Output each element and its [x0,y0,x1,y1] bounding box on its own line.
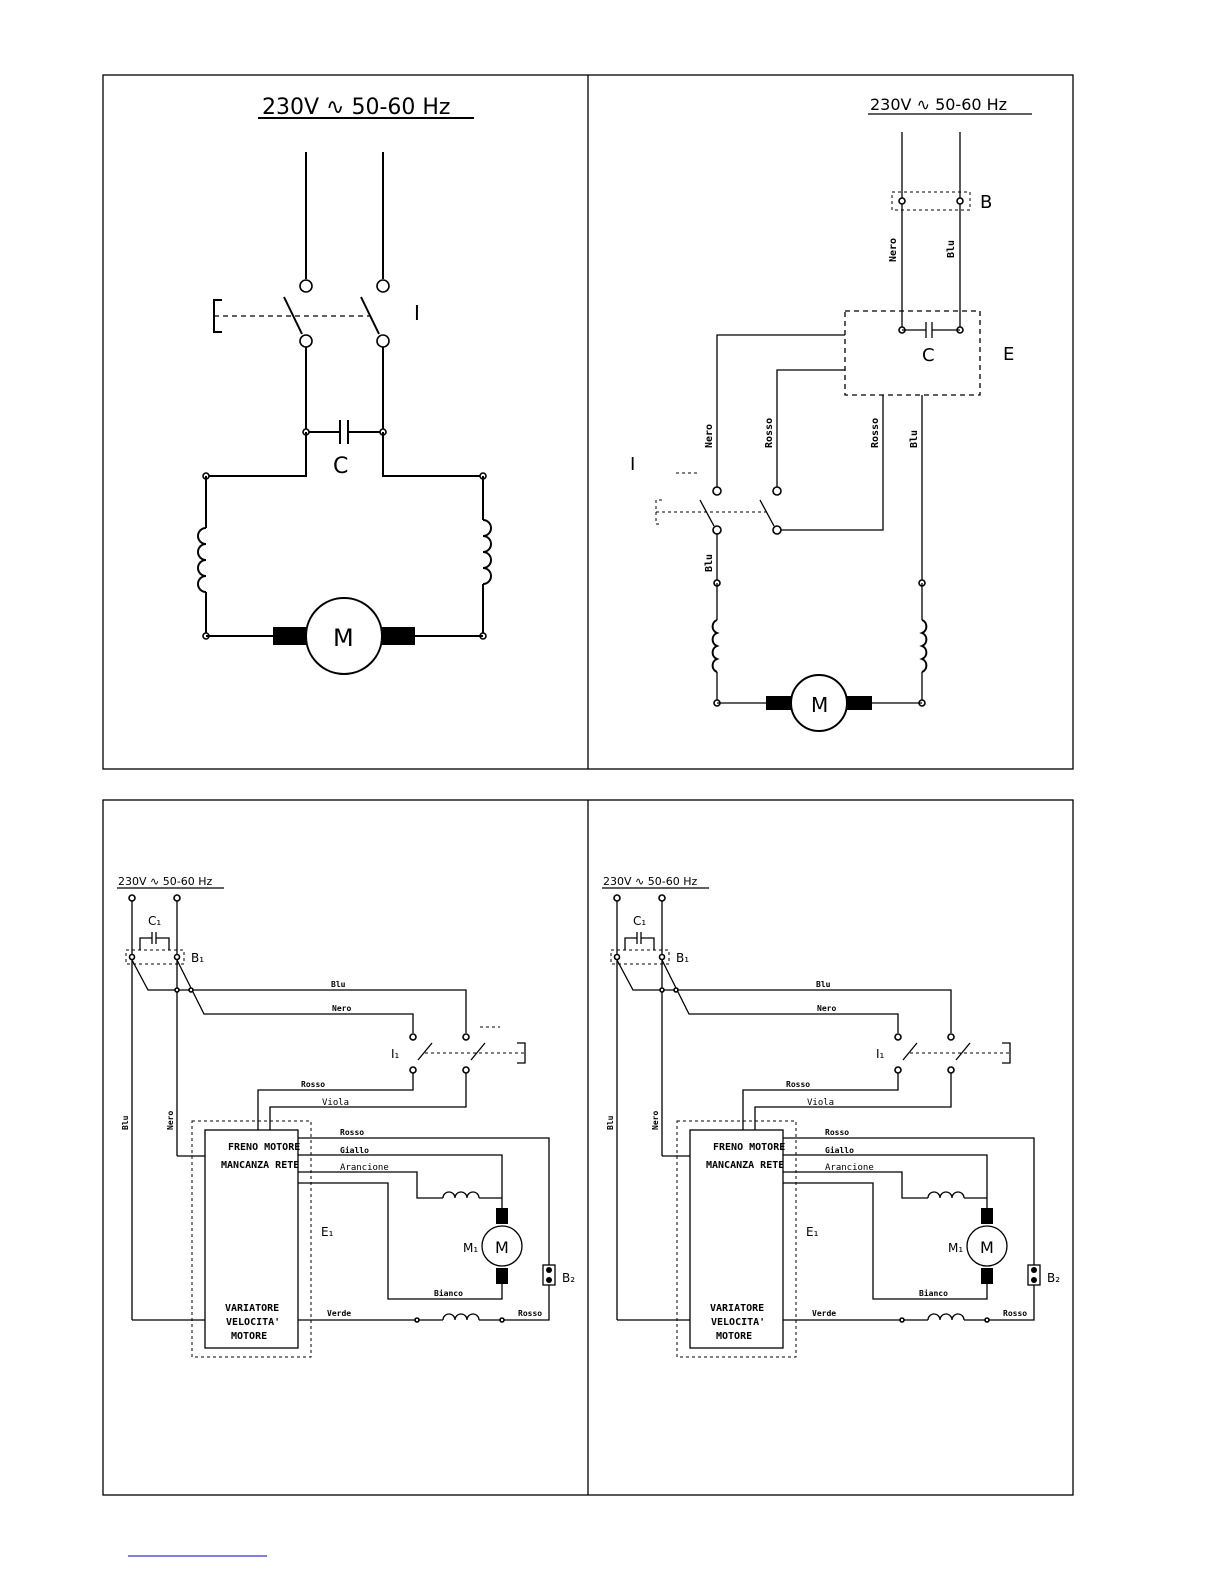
motor-symbol-letter: M [980,1238,994,1257]
capacitor-label: C₁ [148,914,161,928]
box-bottom-line-2: VELOCITA' [226,1317,280,1328]
diagram-bottom-right: 230V ∿ 50-60 Hz C₁ B₁ Blu Nero I₁ Rosso … [602,875,1060,1358]
wire-blu: Blu [331,980,346,989]
switch-label: I [630,454,635,475]
box-bottom-line-1: VARIATORE [225,1303,279,1314]
terminal1-label: B₁ [191,951,204,965]
wire-bianco: Bianco [919,1288,948,1298]
wire-verde: Verde [812,1309,836,1318]
wire-rosso-2: Rosso [340,1128,364,1137]
capacitor-label: C [922,345,935,366]
wire-blu-left: Blu [606,1115,615,1130]
wire-nero: Nero [704,424,715,448]
terminal2-label: B₂ [562,1271,575,1285]
wire-rosso: Rosso [301,1080,325,1089]
diagram-top-right: 230V ∿ 50-60 Hz B Nero Blu E C Nero Ross… [630,95,1032,732]
motor-label: M₁ [463,1241,478,1255]
wire-nero-left: Nero [166,1111,175,1130]
wire-giallo: Giallo [825,1145,854,1155]
wire-rosso-3: Rosso [518,1309,542,1318]
wire-viola: Viola [322,1098,349,1108]
motor-label: M₁ [948,1241,963,1255]
wire-arancione: Arancione [825,1163,874,1173]
box-label: E₁ [321,1225,334,1239]
wire-rosso: Rosso [786,1080,810,1089]
switch-label: I₁ [391,1047,400,1061]
diagram-top-left: 230V ∿ 50-60 Hz I C [197,95,492,675]
supply-label: 230V ∿ 50-60 Hz [603,875,697,888]
wire-rosso-2: Rosso [870,418,881,448]
box-label: E₁ [806,1225,819,1239]
motor-symbol [966,1225,1008,1267]
capacitor-label: C [333,454,348,479]
box-label: E [1003,344,1014,365]
wire-rosso-3: Rosso [1003,1309,1027,1318]
wire-nero-top: Nero [888,238,899,262]
wire-verde: Verde [327,1309,351,1318]
motor-label: M [333,624,354,652]
switch-label: I₁ [876,1047,885,1061]
supply-label: 230V ∿ 50-60 Hz [262,95,450,120]
wire-arancione: Arancione [340,1163,389,1173]
supply-label: 230V ∿ 50-60 Hz [118,875,212,888]
wire-viola: Viola [807,1098,834,1108]
box-bottom-line-2: VELOCITA' [711,1317,765,1328]
box-bottom-line-3: MOTORE [231,1331,267,1342]
box-bottom-line-3: MOTORE [716,1331,752,1342]
wire-nero: Nero [817,1004,836,1013]
box-bottom-line-1: VARIATORE [710,1303,764,1314]
wire-blu: Blu [816,980,831,989]
wire-giallo: Giallo [340,1145,369,1155]
wire-blu-low: Blu [704,554,715,572]
box-top-line-2: MANCANZA RETE [706,1160,784,1171]
box-top-line-1: FRENO MOTORE [228,1142,300,1153]
wire-blu-left: Blu [121,1115,130,1130]
motor-symbol [481,1225,523,1267]
wire-blu-top: Blu [946,240,957,258]
wire-nero: Nero [332,1004,351,1013]
box-top-line-1: FRENO MOTORE [713,1142,785,1153]
motor-symbol-letter: M [495,1238,509,1257]
diagram-bottom-left: 230V ∿ 50-60 Hz C₁ B₁ Blu Nero I₁ [117,875,575,1358]
wire-rosso-2: Rosso [825,1128,849,1137]
terminal1-label: B₁ [676,951,689,965]
wire-bianco: Bianco [434,1288,463,1298]
wire-blu: Blu [909,430,920,448]
supply-label: 230V ∿ 50-60 Hz [870,95,1007,114]
terminal2-label: B₂ [1047,1271,1060,1285]
switch-label: I [414,301,420,325]
wire-nero-left: Nero [651,1111,660,1130]
capacitor-label: C₁ [633,914,646,928]
wire-rosso: Rosso [764,418,775,448]
box-top-line-2: MANCANZA RETE [221,1160,299,1171]
terminal-label: B [980,192,992,213]
motor-label: M [811,693,828,717]
